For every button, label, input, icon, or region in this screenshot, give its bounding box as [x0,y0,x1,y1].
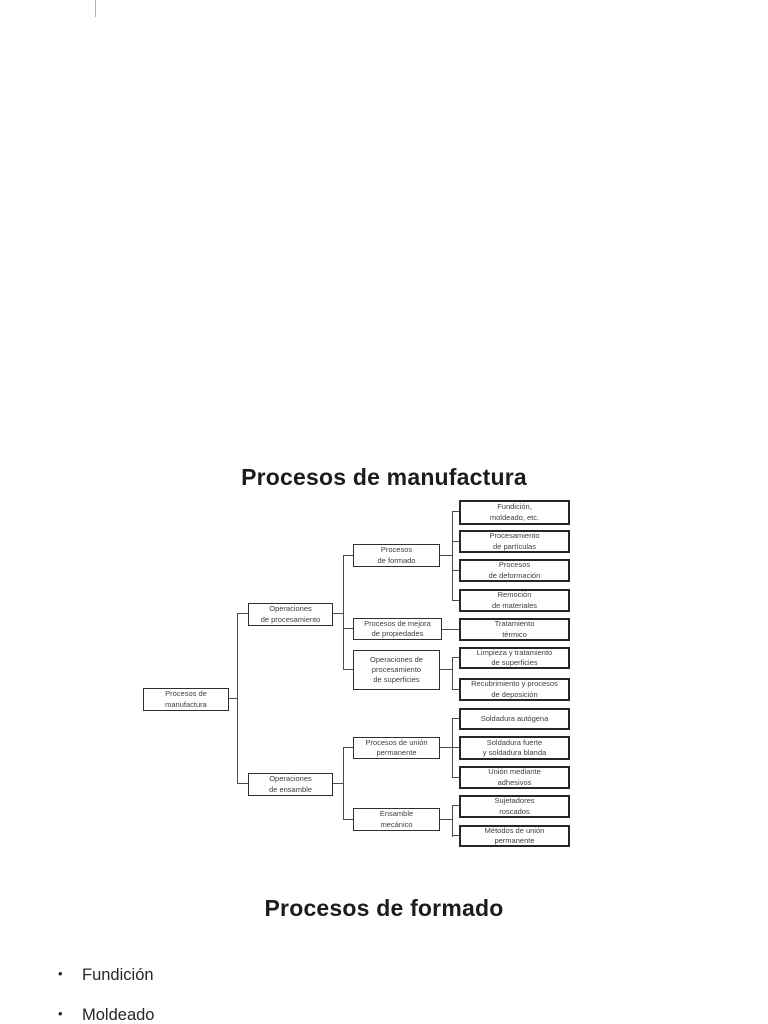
node-label: Recubrimiento y procesos de deposición [471,679,558,699]
diagram-node-recubrimiento-deposicion: Recubrimiento y procesos de deposición [459,678,570,701]
diagram-node-union-permanente: Procesos de unión permanente [353,737,440,759]
diagram-node-soldadura-autogena: Soldadura autógena [459,708,570,730]
node-label: Procesos de formado [377,545,416,565]
connector-line [452,806,454,837]
diagram-node-operaciones-ensamble: Operaciones de ensamble [248,773,333,796]
connector-line [452,512,454,601]
connector-line [452,719,454,778]
diagram-node-mejora-propiedades: Procesos de mejora de propiedades [353,618,442,640]
connector-line [333,783,344,785]
node-label: Operaciones de procesamiento [260,604,321,624]
connector-line [452,570,459,572]
node-label: Sujetadores roscados [494,796,535,816]
diagram-node-metodos-union-permanente: Métodos de unión permanente [459,825,570,847]
connector-line [452,747,459,749]
connector-line [343,556,345,670]
connector-line [452,689,459,691]
bullet-marker: • [58,1006,63,1021]
node-label: Operaciones de ensamble [269,774,312,794]
bullet-text: Moldeado [82,1006,155,1024]
diagram-node-procesamiento-particulas: Procesamiento de partículas [459,530,570,553]
diagram-node-remocion-materiales: Remoción de materiales [459,589,570,612]
diagram-node-procesamiento-superficies: Operaciones de procesamiento de superfic… [353,650,440,690]
connector-line [452,657,459,659]
diagram-node-operaciones-procesamiento: Operaciones de procesamiento [248,603,333,626]
connector-line [343,628,353,630]
node-label: Procesos de mejora de propiedades [364,618,431,638]
node-label: Procesos de manufactura [165,689,207,709]
stray-mark [95,0,96,17]
connector-line [452,777,459,779]
connector-line [442,629,459,631]
slide2-title: Procesos de formado [264,895,504,921]
connector-line [237,613,248,615]
diagram-node-union-adhesivos: Unión mediante adhesivos [459,766,570,789]
diagram-node-tratamiento-termico: Tratamiento térmico [459,618,570,641]
node-label: Fundición, moldeado, etc. [489,502,540,522]
node-label: Limpieza y tratamiento de superficies [476,647,553,667]
connector-line [440,747,453,749]
diagram-node-limpieza-tratamiento: Limpieza y tratamiento de superficies [459,647,570,669]
node-label: Soldadura autógena [480,713,549,723]
list-item: • Moldeado [58,1006,154,1024]
list-item: • Fundición [58,966,154,986]
connector-line [452,541,459,543]
node-label: Soldadura fuerte y soldadura blanda [482,737,547,757]
connector-line [229,698,238,700]
connector-line [452,805,459,807]
connector-line [452,658,454,690]
diagram-node-root: Procesos de manufactura [143,688,229,711]
connector-line [452,600,459,602]
diagram-node-ensamble-mecanico: Ensamble mecánico [353,808,440,831]
connector-line [440,819,453,821]
node-label: Métodos de unión permanente [484,825,545,845]
node-label: Procesamiento de partículas [489,531,540,551]
node-label: Operaciones de procesamiento de superfic… [370,654,423,685]
diagram-node-fundicion-moldeado: Fundición, moldeado, etc. [459,500,570,525]
node-label: Unión mediante adhesivos [488,767,541,787]
diagram-node-sujetadores-roscados: Sujetadores roscados [459,795,570,818]
connector-line [237,783,248,785]
connector-line [343,669,353,671]
bullet-marker: • [58,966,63,981]
connector-line [452,835,459,837]
node-label: Procesos de deformación [488,560,541,580]
connector-line [343,555,353,557]
node-label: Remoción de materiales [491,590,538,610]
diagram-node-soldadura-fuerte-blanda: Soldadura fuerte y soldadura blanda [459,736,570,760]
connector-line [237,614,239,784]
slide1-title: Procesos de manufactura [241,464,527,490]
diagram-node-procesos-formado: Procesos de formado [353,544,440,567]
connector-line [333,613,344,615]
connector-line [440,555,453,557]
connector-line [440,669,453,671]
diagram-node-procesos-deformacion: Procesos de deformación [459,559,570,582]
connector-line [452,718,459,720]
node-label: Ensamble mecánico [379,809,414,829]
node-label: Tratamiento térmico [494,619,535,639]
connector-line [343,819,353,821]
connector-line [343,748,345,820]
connector-line [452,511,459,513]
connector-line [343,747,353,749]
node-label: Procesos de unión permanente [365,737,428,757]
bullet-text: Fundición [82,966,154,984]
